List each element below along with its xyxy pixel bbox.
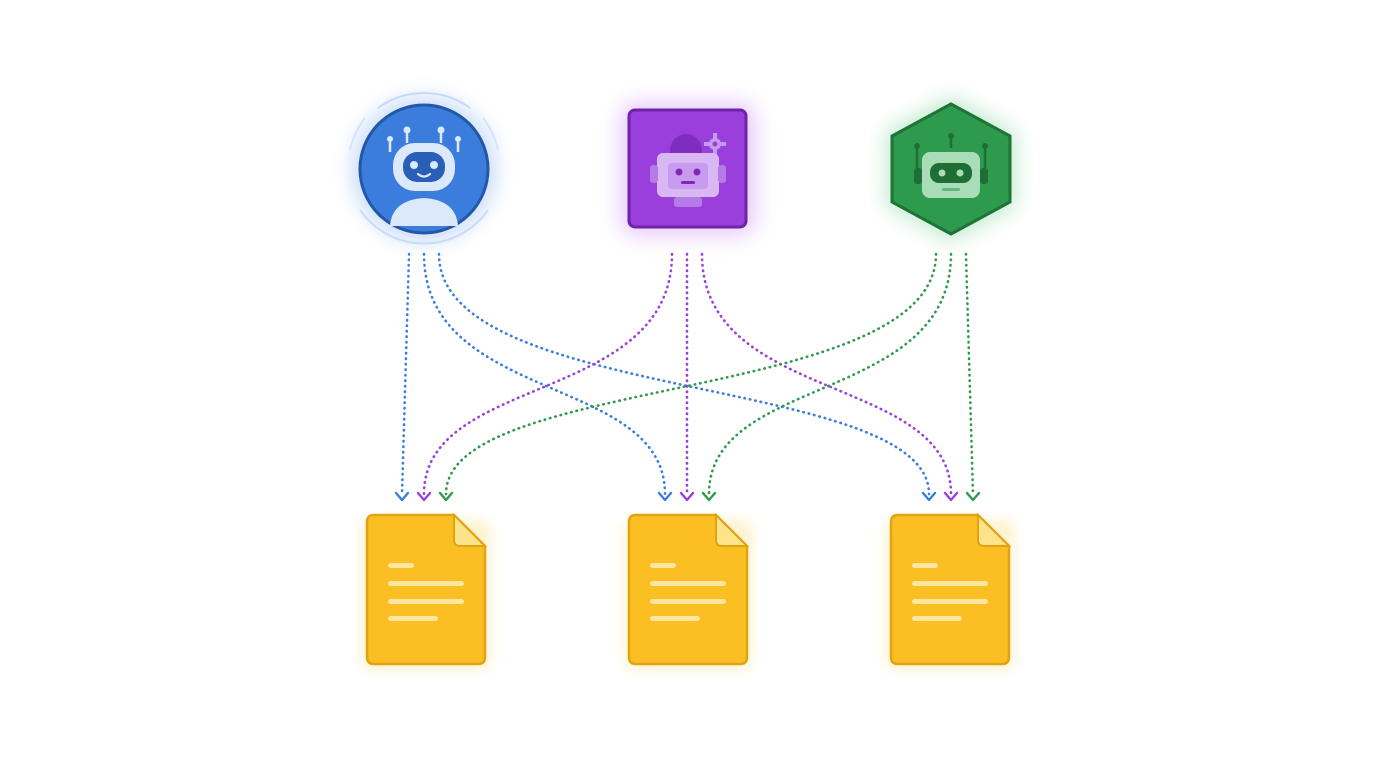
connector-agent-blue-to-document-1 — [400, 252, 411, 496]
arrowhead-agent-purple-to-document-3 — [943, 491, 959, 502]
arrowhead-agent-blue-to-document-3 — [921, 491, 937, 502]
connector-agent-purple-to-document-1 — [422, 252, 674, 496]
robot-head-icon — [387, 126, 461, 226]
connector-agent-blue-to-document-3 — [437, 252, 931, 496]
connector-agent-purple-to-document-3 — [700, 252, 953, 496]
document-icon — [627, 512, 750, 666]
arrowhead-agent-blue-to-document-2 — [657, 491, 673, 502]
arrowhead-agent-green-to-document-2 — [701, 491, 717, 502]
arrowhead-agent-purple-to-document-2 — [679, 491, 695, 502]
document-2-node[interactable] — [624, 512, 752, 670]
document-1-node[interactable] — [362, 512, 490, 670]
arrowhead-agent-purple-to-document-1 — [416, 491, 432, 502]
robot-gear-icon — [650, 133, 726, 207]
agent-green-node[interactable] — [886, 96, 1016, 242]
connector-agent-green-to-document-3 — [964, 252, 975, 496]
document-3-node[interactable] — [886, 512, 1014, 670]
arrowhead-agent-green-to-document-1 — [438, 491, 454, 502]
arrowhead-agent-blue-to-document-1 — [394, 491, 410, 502]
agent-blue-node[interactable] — [349, 91, 499, 245]
robot-head-icon — [914, 133, 988, 198]
connector-agent-blue-to-document-2 — [422, 252, 667, 496]
connections-layer — [394, 252, 981, 502]
connector-agent-green-to-document-1 — [444, 252, 938, 496]
document-icon — [889, 512, 1012, 666]
arrowhead-agent-green-to-document-3 — [965, 491, 981, 502]
connector-agent-green-to-document-2 — [707, 252, 953, 496]
agent-purple-node[interactable] — [620, 102, 756, 236]
document-icon — [365, 512, 488, 666]
